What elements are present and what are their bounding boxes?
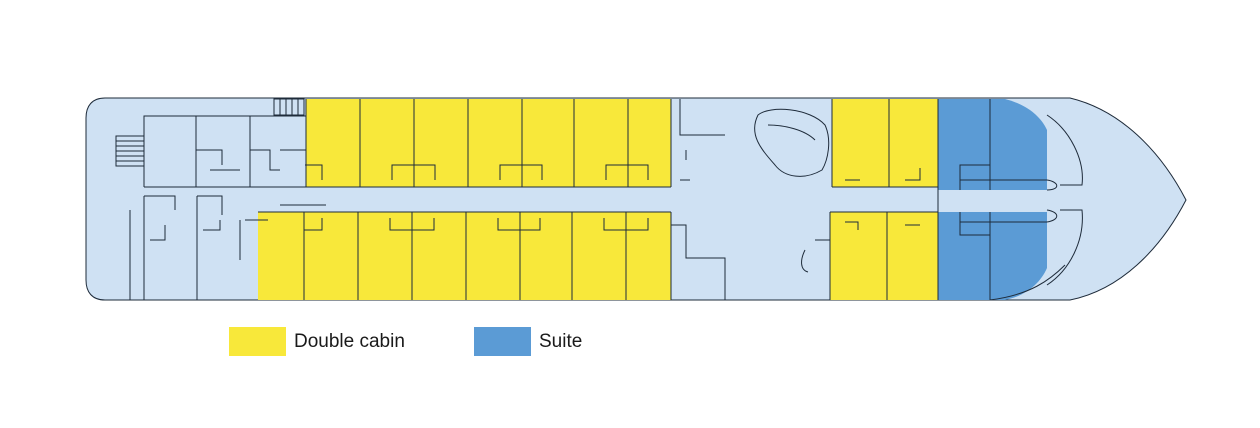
double-cabin	[468, 99, 522, 187]
double-cabin	[258, 212, 304, 300]
double-cabin	[522, 99, 574, 187]
suites	[938, 99, 1047, 300]
double-cabin-label: Double cabin	[294, 330, 405, 352]
double-cabin	[832, 99, 889, 187]
double-cabin	[520, 212, 572, 300]
double-cabin	[572, 212, 626, 300]
double-cabins-lower	[258, 212, 938, 300]
double-cabin	[358, 212, 412, 300]
double-cabin	[889, 99, 938, 187]
legend-item-suite: Suite	[474, 327, 582, 356]
suite-swatch	[474, 327, 531, 356]
suite-label: Suite	[539, 330, 583, 352]
suite-lower	[938, 212, 1047, 300]
double-cabin-swatch	[229, 327, 286, 356]
suite-upper	[938, 99, 1047, 190]
double-cabins-upper	[306, 99, 938, 187]
double-cabin	[304, 212, 358, 300]
double-cabin	[414, 99, 468, 187]
interior-walls	[115, 98, 1083, 301]
double-cabin	[628, 99, 671, 187]
double-cabin	[574, 99, 628, 187]
double-cabin	[887, 212, 938, 300]
double-cabin	[466, 212, 520, 300]
double-cabin	[360, 99, 414, 187]
double-cabin	[412, 212, 466, 300]
double-cabin	[306, 99, 360, 187]
legend-item-double-cabin: Double cabin	[229, 327, 405, 356]
